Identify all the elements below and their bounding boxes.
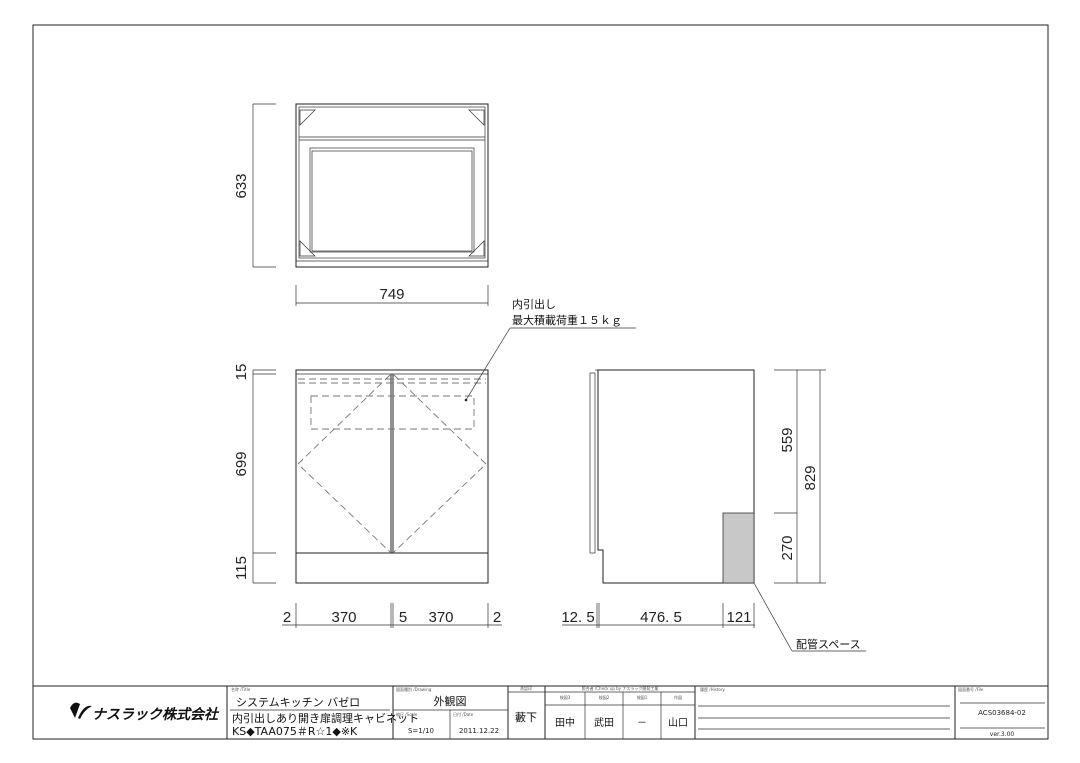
drawer-label: 内引出し [512,297,556,311]
dim-side-door: 12. 5 [561,609,594,626]
drawing-type: 外観図 [434,694,467,708]
date-label: 日付 /Date [453,711,474,717]
piping-space-area [722,512,755,584]
check-col-1: 検図1 [637,694,648,700]
product-code: KS◆TAA075＃R☆1◆※K [232,725,358,738]
checker-3: 田中 [555,716,575,729]
history-label: 履歴 /History [700,686,725,692]
approval-name: 藪下 [515,711,537,724]
dim-front-plinth: 115 [233,556,250,580]
company-name: ナスラック株式会社 [92,706,220,723]
scale-label: 縮尺 /Scale [396,711,418,717]
dim-gap-right: 2 [493,609,501,626]
drawer-load-label: 最大積載荷重１５ｋｇ [512,313,622,327]
check-label: 照合者 /Check up by ナスラック開発工業 [582,685,659,691]
piping-space-label: 配管スペース [796,637,861,651]
drawing-label: 図面種別 /Drawing [396,686,432,692]
scale-value: S=1/10 [408,727,434,735]
dim-front-door: 699 [233,451,250,476]
date-value: 2011.12.22 [459,727,499,735]
dim-gap-left: 2 [283,609,291,626]
drafter: 山口 [668,717,688,729]
version: ver.3.00 [990,731,1015,738]
company-logo: ナスラック株式会社 [70,702,220,723]
product-name: 内引出しあり開き扉調理キャビネット [232,711,419,725]
file-number: ACS03684-02 [978,709,1026,717]
check-col-2: 検図2 [599,694,610,700]
dim-side-total: 829 [802,465,819,490]
dim-door-right: 370 [428,609,453,626]
top-view: 633 749 [233,103,489,306]
file-label: 図面番号 /File [958,686,984,692]
checker-1: － [637,718,647,729]
bird-logo-icon [70,702,92,719]
title-block: ナスラック株式会社 名称 /Title システムキッチン バゼロ 内引出しあり開… [33,685,1048,739]
product-series: システムキッチン バゼロ [236,696,360,709]
check-col-3: 検図3 [560,694,571,700]
sheet-border [32,24,1049,740]
dim-side-upper: 559 [779,427,796,452]
checker-2: 武田 [594,716,614,729]
dim-top-width: 749 [379,286,404,303]
dim-front-top: 15 [233,364,250,381]
front-view: 15 699 115 2 370 5 370 2 [233,364,502,628]
check-col-drawn: 作図 [674,694,682,700]
drawer-annotation: 内引出し 最大積載荷重１５ｋｇ [464,297,636,402]
dim-side-body: 476. 5 [640,609,682,626]
approval-label: 承認印 [520,685,532,691]
title-label: 名称 /Title [231,686,251,692]
dim-door-left: 370 [331,609,356,626]
dim-side-pipe: 121 [726,609,751,626]
dim-gap-mid: 5 [399,609,407,626]
dim-side-lower: 270 [779,535,796,560]
dim-top-depth: 633 [233,173,250,198]
side-view: 559 829 270 12. 5 476. 5 121 配管スペース [561,369,866,652]
